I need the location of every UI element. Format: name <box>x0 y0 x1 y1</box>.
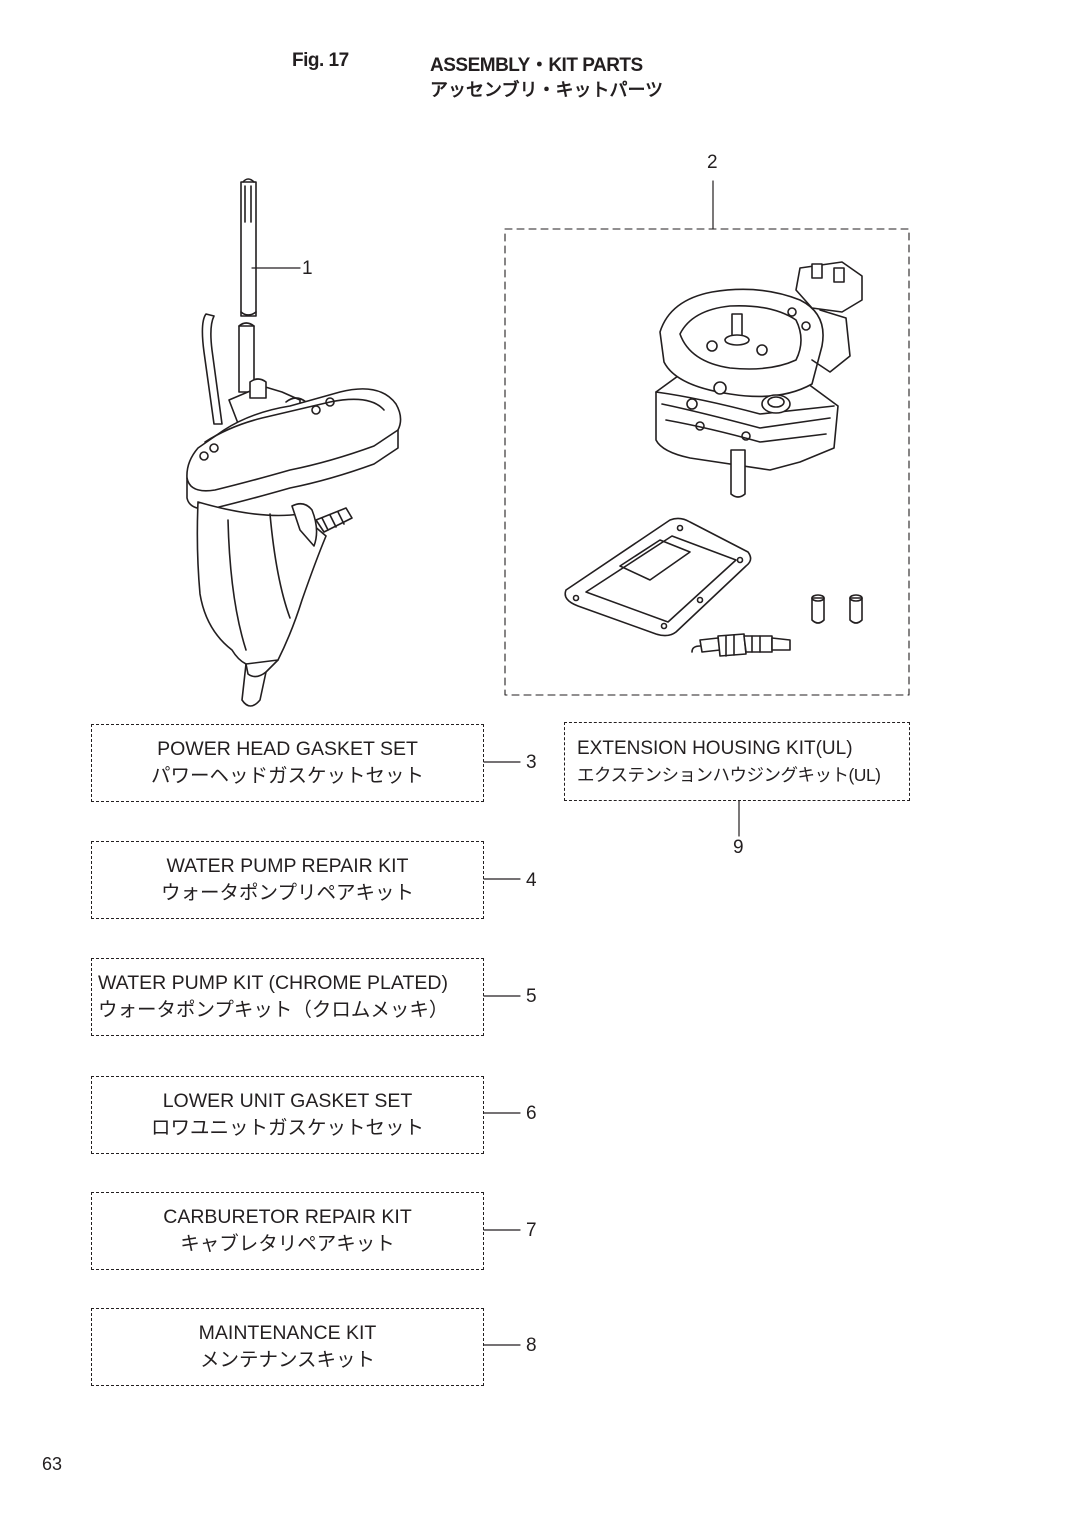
page-number: 63 <box>42 1454 63 1474</box>
dowel-pins-drawing <box>811 594 863 624</box>
kit-name-en: CARBURETOR REPAIR KIT <box>163 1206 412 1228</box>
kit-name-ja: メンテナンスキット <box>199 1349 376 1371</box>
kit-name-ja: エクステンションハウジングキット(UL) <box>577 764 881 785</box>
figure-number: Fig. 17 <box>292 50 349 71</box>
kit-name-en: WATER PUMP REPAIR KIT <box>166 855 409 877</box>
kit-name-ja: キャブレタリペアキット <box>180 1233 395 1255</box>
callout-1: 1 <box>302 258 313 279</box>
callout-6: 6 <box>526 1103 537 1124</box>
callout-5: 5 <box>526 986 537 1007</box>
power-head-kit-box <box>504 228 910 696</box>
callout-4: 4 <box>526 870 537 891</box>
callout-8: 8 <box>526 1335 537 1356</box>
kit-box-extension-housing-kit: EXTENSION HOUSING KIT(UL) エクステンションハウジングキ… <box>564 722 910 801</box>
kit-box-power-head-gasket-set: POWER HEAD GASKET SET パワーヘッドガスケットセット <box>91 724 484 802</box>
kit-box-carburetor-repair-kit: CARBURETOR REPAIR KIT キャブレタリペアキット <box>91 1192 484 1270</box>
kit-name-ja: ウォータポンプリペアキット <box>161 882 414 904</box>
kit-name-en: EXTENSION HOUSING KIT(UL) <box>577 737 853 759</box>
callout-2: 2 <box>707 152 718 173</box>
kit-name-ja: パワーヘッドガスケットセット <box>150 765 424 787</box>
kit-box-water-pump-repair-kit: WATER PUMP REPAIR KIT ウォータポンプリペアキット <box>91 841 484 919</box>
callout-3: 3 <box>526 752 537 773</box>
kit-name-en: MAINTENANCE KIT <box>198 1322 377 1344</box>
gasket-drawing <box>564 517 752 637</box>
figure-title-ja: アッセンブリ・キットパーツ <box>430 80 664 100</box>
kit-name-ja: ウォータポンプキット（クロムメッキ） <box>98 999 449 1021</box>
kit-box-water-pump-kit-chrome: WATER PUMP KIT (CHROME PLATED) ウォータポンプキッ… <box>91 958 484 1036</box>
spark-plug-drawing <box>691 633 791 657</box>
power-head-drawing <box>655 261 863 498</box>
kit-name-en: POWER HEAD GASKET SET <box>157 738 418 760</box>
kit-box-lower-unit-gasket-set: LOWER UNIT GASKET SET ロワユニットガスケットセット <box>91 1076 484 1154</box>
kit-name-ja: ロワユニットガスケットセット <box>150 1117 424 1139</box>
lower-unit-drawing <box>186 178 402 707</box>
kit-name-en: LOWER UNIT GASKET SET <box>162 1090 413 1112</box>
kit-name-en: WATER PUMP KIT (CHROME PLATED) <box>98 972 448 994</box>
kit-box-maintenance-kit: MAINTENANCE KIT メンテナンスキット <box>91 1308 484 1386</box>
figure-title-en: ASSEMBLY・KIT PARTS <box>430 55 643 76</box>
callout-7: 7 <box>526 1220 537 1241</box>
callout-9: 9 <box>733 837 744 858</box>
